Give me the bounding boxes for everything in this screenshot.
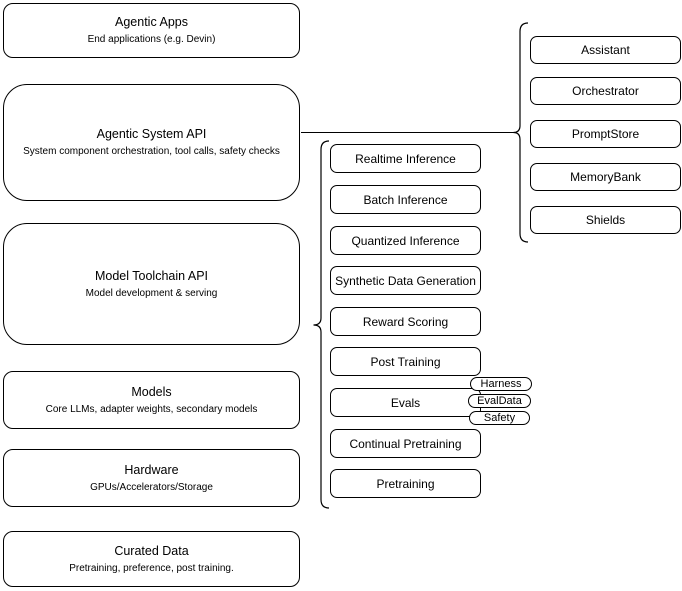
box-models-title: Models <box>131 384 172 399</box>
eval-tag-label: Safety <box>483 411 516 424</box>
box-hardware-subtitle: GPUs/Accelerators/Storage <box>90 481 213 493</box>
box-model-toolchain-api-title: Model Toolchain API <box>94 268 209 283</box>
service-box-post-training: Post Training <box>330 347 481 376</box>
component-label: PromptStore <box>571 127 640 141</box>
component-box-memorybank: MemoryBank <box>530 163 681 191</box>
box-agentic-system-api-subtitle: System component orchestration, tool cal… <box>23 146 280 158</box>
box-hardware: Hardware GPUs/Accelerators/Storage <box>3 449 300 507</box>
box-agentic-apps-title: Agentic Apps <box>115 15 188 30</box>
service-box-batch-inference: Batch Inference <box>330 185 481 214</box>
service-box-realtime-inference: Realtime Inference <box>330 144 481 173</box>
box-models: Models Core LLMs, adapter weights, secon… <box>3 371 300 429</box>
service-label: Continual Pretraining <box>349 436 462 451</box>
service-box-continual-pretraining: Continual Pretraining <box>330 429 481 458</box>
box-hardware-title: Hardware <box>124 462 179 477</box>
toolchain-brace <box>313 140 330 509</box>
box-agentic-system-api: Agentic System API System component orch… <box>3 84 300 201</box>
eval-tag-harness: Harness <box>470 377 532 391</box>
component-box-orchestrator: Orchestrator <box>530 77 681 105</box>
service-box-quantized-inference: Quantized Inference <box>330 226 481 255</box>
service-box-evals: Evals <box>330 388 481 417</box>
component-label: Orchestrator <box>572 84 639 98</box>
service-label: Evals <box>390 395 421 410</box>
component-box-shields: Shields <box>530 206 681 234</box>
service-label: Synthetic Data Generation <box>335 273 476 288</box>
component-box-assistant: Assistant <box>530 36 681 64</box>
box-models-subtitle: Core LLMs, adapter weights, secondary mo… <box>45 403 258 415</box>
service-label: Reward Scoring <box>362 314 449 329</box>
service-box-synthetic-data-generation: Synthetic Data Generation <box>330 266 481 295</box>
box-model-toolchain-api-subtitle: Model development & serving <box>85 287 218 299</box>
box-curated-data-title: Curated Data <box>114 543 189 558</box>
box-curated-data: Curated Data Pretraining, preference, po… <box>3 531 300 587</box>
component-label: Assistant <box>581 43 630 57</box>
box-agentic-apps: Agentic Apps End applications (e.g. Devi… <box>3 3 300 58</box>
box-agentic-system-api-title: Agentic System API <box>96 127 207 142</box>
eval-tag-evaldata: EvalData <box>468 394 531 408</box>
component-label: Shields <box>585 213 626 227</box>
service-label: Realtime Inference <box>355 151 456 166</box>
eval-tag-label: EvalData <box>477 394 522 407</box>
service-label: Pretraining <box>376 476 435 491</box>
eval-tag-safety: Safety <box>469 411 530 425</box>
component-box-promptstore: PromptStore <box>530 120 681 148</box>
service-label: Batch Inference <box>363 192 448 207</box>
service-label: Post Training <box>370 354 441 369</box>
service-box-reward-scoring: Reward Scoring <box>330 307 481 336</box>
eval-tag-label: Harness <box>480 377 522 390</box>
box-model-toolchain-api: Model Toolchain API Model development & … <box>3 223 300 345</box>
service-label: Quantized Inference <box>351 233 460 248</box>
system-components-brace <box>513 22 529 243</box>
service-box-pretraining: Pretraining <box>330 469 481 498</box>
box-agentic-apps-subtitle: End applications (e.g. Devin) <box>87 34 216 46</box>
box-curated-data-subtitle: Pretraining, preference, post training. <box>69 562 234 574</box>
component-label: MemoryBank <box>570 170 641 184</box>
